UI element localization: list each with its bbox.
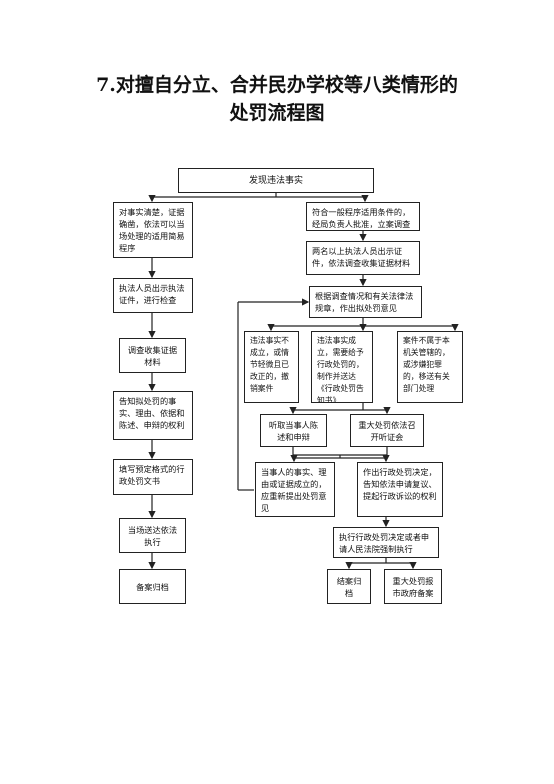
node-collect-evidence: 调查收集证据材料 bbox=[119, 338, 186, 373]
node-new-opinion: 当事人的事实、理由或证据成立的，应重新提出处罚意见 bbox=[255, 462, 335, 517]
node-two-officers: 两名以上执法人员出示证件，依法调查收集证据材料 bbox=[306, 241, 420, 275]
node-deliver-execute: 当场送达依法执行 bbox=[119, 518, 186, 553]
node-transfer-case: 案件不属于本机关管辖的，或涉嫌犯罪的，移送有关部门处理 bbox=[397, 331, 463, 403]
page-title-line-1: 7.对擅自分立、合并民办学校等八类情形的 bbox=[96, 74, 458, 96]
node-hearing-meeting: 重大处罚依法召开听证会 bbox=[350, 414, 424, 447]
node-general-procedure: 符合一般程序适用条件的，经局负责人批准，立案调查 bbox=[306, 202, 420, 231]
node-penalty-opinion: 根据调查情况和有关法律法规章，作出拟处罚意见 bbox=[309, 286, 422, 318]
node-penalty-decision: 作出行政处罚决定，告知依法申请复议、提起行政诉讼的权利 bbox=[357, 462, 443, 517]
page-title-line-2: 处罚流程图 bbox=[229, 102, 325, 124]
node-penalty-notice: 违法事实成立，需要给予行政处罚的，制作并送达《行政处罚告知书》 bbox=[311, 331, 373, 403]
node-notify-rights: 告知拟处罚的事实、理由、依据和陈述、申辩的权利 bbox=[113, 391, 193, 440]
node-fill-document: 填写预定格式的行政处罚文书 bbox=[113, 459, 193, 495]
node-show-credentials: 执法人员出示执法证件，进行检查 bbox=[113, 278, 193, 313]
node-discover-violation: 发现违法事实 bbox=[178, 168, 374, 193]
node-archive-left: 备案归档 bbox=[119, 569, 186, 604]
node-execute-decision: 执行行政处罚决定或者申请人民法院强制执行 bbox=[333, 527, 439, 558]
node-report-government: 重大处罚报市政府备案 bbox=[384, 569, 442, 604]
node-hear-statements: 听取当事人陈述和申辩 bbox=[260, 414, 327, 447]
node-close-archive: 结案归档 bbox=[327, 569, 371, 604]
node-simple-procedure: 对事实清楚，证据确凿，依法可以当场处理的适用简易程序 bbox=[113, 202, 193, 258]
node-case-dismissed: 违法事实不成立，或情节轻微且已改正的，撤销案件 bbox=[244, 331, 299, 403]
